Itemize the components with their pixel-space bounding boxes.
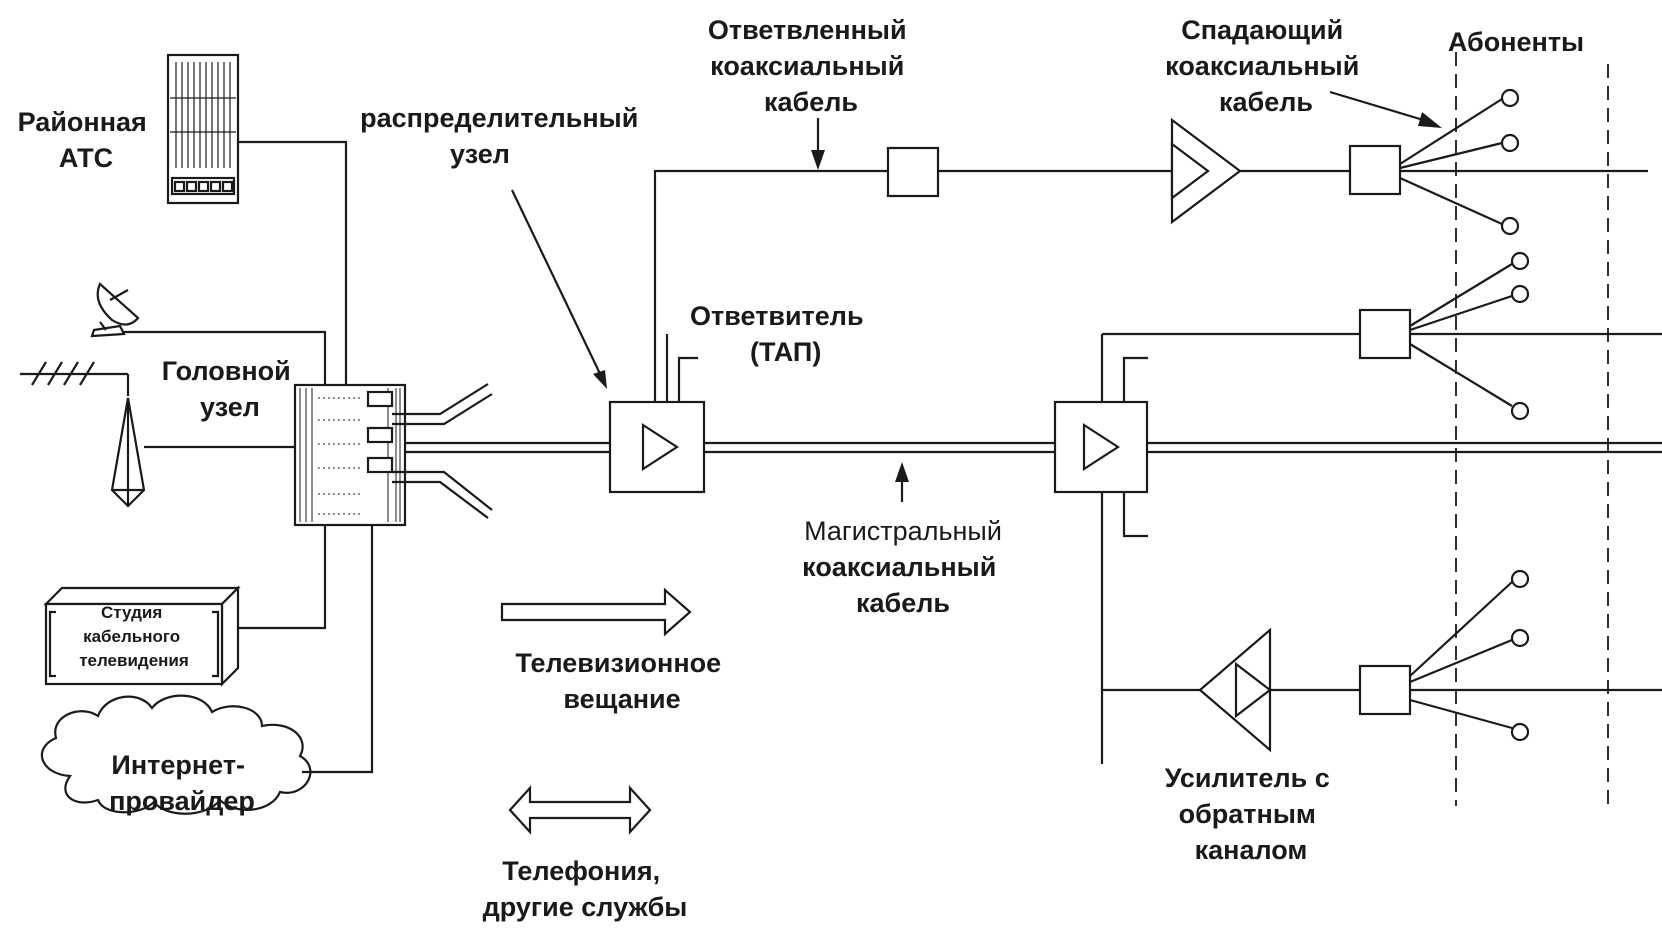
two-way-arrow (508, 785, 652, 835)
studio-label: Студия кабельного телевидения (79, 603, 189, 670)
headend-label: Головной узел (162, 356, 299, 422)
exchange-link (238, 140, 348, 385)
headend-outputs (392, 383, 610, 519)
tap-label: Ответвитель (ТАП) (690, 301, 871, 367)
bottom-tap-box (1358, 664, 1412, 716)
top-tap-box (1348, 144, 1402, 196)
distribution-node-amplifier (608, 400, 706, 494)
headend-block (293, 383, 407, 527)
dish-link (122, 330, 327, 385)
studio-box-icon (43, 585, 241, 687)
branch-amplifier (1170, 117, 1242, 225)
top-subscriber-nodes (1500, 88, 1520, 236)
tv-broadcast-label: Телевизионное вещание (515, 648, 728, 714)
isp-link (302, 525, 374, 774)
drop-cable-arrowhead (1418, 112, 1442, 128)
distribution-node-label: распределительный узел (360, 103, 646, 169)
isp-label: Интернет- провайдер (109, 750, 255, 816)
middle-subscriber-nodes (1510, 251, 1530, 421)
middle-drop-lines (1409, 263, 1513, 407)
top-drop-lines (1399, 98, 1503, 226)
district-exchange-label: Районная АТС (18, 107, 155, 173)
tap-leads (653, 170, 698, 402)
telephony-label: Телефония, другие службы (483, 856, 688, 922)
subscribers-label: Абоненты (1448, 27, 1584, 57)
one-way-arrow (500, 587, 692, 637)
pointer-arrowhead (593, 370, 607, 389)
studio-link (238, 525, 327, 630)
bottom-drop-lines (1409, 581, 1513, 730)
branch-cable-arrowhead (811, 150, 825, 170)
drop-cable-pointer (1329, 90, 1431, 124)
drop-cable-label: Спадающий коаксиальный кабель (1165, 15, 1367, 117)
trunk-cable-label-rest: коаксиальный кабель (802, 552, 1004, 618)
bottom-subscriber-nodes (1510, 569, 1530, 742)
trunk-amplifier (1053, 400, 1149, 494)
cloud-icon (40, 694, 312, 815)
middle-tap-box (1358, 308, 1412, 360)
trunk-cable-arrowhead (895, 462, 909, 482)
telephone-exchange-icon (166, 53, 240, 205)
antenna-mast-icon (20, 361, 146, 508)
satellite-dish-icon (90, 282, 140, 338)
return-channel-amplifier (1198, 627, 1272, 753)
branch-cable-label: Ответвленный коаксиальный кабель (708, 15, 914, 117)
trunk-cable-label-line1: Магистральный (804, 516, 1002, 546)
return-amp-label: Усилитель с обратным каналом (1165, 763, 1337, 865)
branch-tap-box (886, 146, 940, 198)
distribution-node-pointer (511, 189, 604, 381)
